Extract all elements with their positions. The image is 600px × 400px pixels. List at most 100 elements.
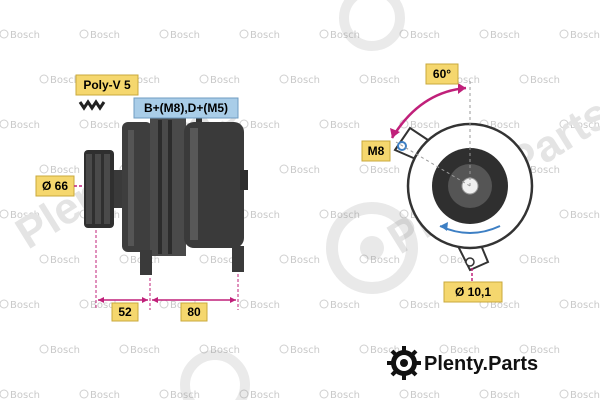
watermark-text: Bosch [250,300,280,311]
rear-housing [184,122,244,248]
bosch-logo-icon [519,344,529,354]
bosch-logo-icon [239,29,249,39]
watermark-tile: Bosch [399,119,440,131]
bosch-logo-icon [559,119,569,129]
watermark-text: Bosch [250,210,280,221]
watermark-tile: Bosch [199,254,240,266]
watermark-text: Bosch [10,30,40,41]
watermark-tile: Bosch [159,389,200,400]
watermark-text: Bosch [570,30,600,41]
watermark-text: Bosch [90,390,120,400]
watermark-text: Bosch [410,390,440,400]
watermark-tile: Bosch [559,209,600,221]
bosch-logo-icon [279,344,289,354]
watermark-tile: Bosch [39,164,80,176]
watermark-text: Bosch [370,75,400,86]
bosch-logo-icon [399,299,409,309]
brand-text: Plenty.Parts [424,353,538,375]
bosch-logo-icon [399,389,409,399]
bosch-logo-icon [79,389,89,399]
watermark-text: Bosch [290,345,320,356]
lower-mount-hole [465,257,475,267]
bosch-logo-icon [519,254,529,264]
watermark-text: Bosch [490,30,520,41]
front-housing [122,122,152,252]
watermark-text: Bosch [50,255,80,266]
watermark-tile: Bosch [359,344,400,356]
poly-v-text: Poly-V 5 [83,78,131,92]
bosch-logo-icon [39,344,49,354]
watermark-text: Bosch [250,390,280,400]
bosch-logo-icon [319,389,329,399]
watermark-tile: Bosch [199,74,240,86]
watermark-text: Bosch [410,120,440,131]
watermark-tile: Bosch [79,299,120,311]
watermark-text: Bosch [10,390,40,400]
watermark-text: Bosch [250,30,280,41]
watermark-text: Bosch [50,165,80,176]
watermark-text: Bosch [290,255,320,266]
bosch-logo-icon [159,29,169,39]
watermark-tile: Bosch [79,389,120,400]
bosch-logo-icon [39,74,49,84]
watermark-tile: Bosch [439,344,480,356]
watermark-tile: Bosch [199,344,240,356]
watermark-tile: Bosch [359,254,400,266]
watermark-text: Bosch [90,120,120,131]
dim-left-text: 52 [118,305,132,319]
watermark-tile: Bosch [39,74,80,86]
poly-v-label: Poly-V 5 [75,74,139,111]
watermark-text: Bosch [170,390,200,400]
watermark-tile: Bosch [559,389,600,400]
bosch-logo-icon [0,119,9,129]
bosch-logo-icon [359,344,369,354]
watermark-tile: Bosch [279,344,320,356]
alternator-side-view [84,108,248,275]
watermark-text: Bosch [490,390,520,400]
mount-foot-front [140,250,152,275]
dim-right-label: 80 [180,302,208,322]
bosch-logo-icon [479,389,489,399]
watermark-tile: Bosch [279,254,320,266]
watermark-tile: Bosch [399,29,440,41]
watermark-tile: Bosch [39,254,80,266]
watermark-text: Bosch [490,300,520,311]
terminals-label: B+(M8),D+(M5) [133,97,239,119]
bosch-logo-icon [319,119,329,129]
bosch-logo-icon [239,389,249,399]
bosch-logo-icon [559,389,569,399]
mount-diameter-text: Ø 10,1 [455,285,491,299]
watermark-text: Bosch [570,390,600,400]
bosch-logo-icon [279,74,289,84]
bosch-logo-icon [119,254,129,264]
bosch-logo-icon [319,29,329,39]
watermark-text: Bosch [530,165,560,176]
watermark-tile: Bosch [0,29,40,41]
watermark-text: Bosch [50,75,80,86]
mount-thread-label: M8 [361,140,391,162]
watermark-tile: Bosch [0,299,40,311]
watermark-text: Bosch [130,345,160,356]
watermark-tile: Bosch [399,389,440,400]
bosch-logo-icon [519,74,529,84]
dim-right-text: 80 [187,305,201,319]
watermark-text: Bosch [90,300,120,311]
mount-diameter-label: Ø 10,1 [443,268,503,303]
bosch-logo-icon [0,299,9,309]
watermark-tile: Bosch [359,74,400,86]
terminals-text: B+(M8),D+(M5) [144,101,228,115]
watermark-text: Bosch [530,75,560,86]
watermark-tile: Bosch [0,389,40,400]
gear-logo-icon [387,346,421,380]
bosch-logo-icon [439,254,449,264]
watermark-tile: Bosch [319,299,360,311]
bosch-logo-icon [159,389,169,399]
bosch-logo-icon [0,29,9,39]
watermark-tile: Bosch [0,209,40,221]
bosch-logo-icon [79,119,89,129]
bosch-logo-icon [479,29,489,39]
watermark-text: Bosch [130,75,160,86]
bosch-logo-icon [359,254,369,264]
angle-label: 60° [425,63,459,85]
